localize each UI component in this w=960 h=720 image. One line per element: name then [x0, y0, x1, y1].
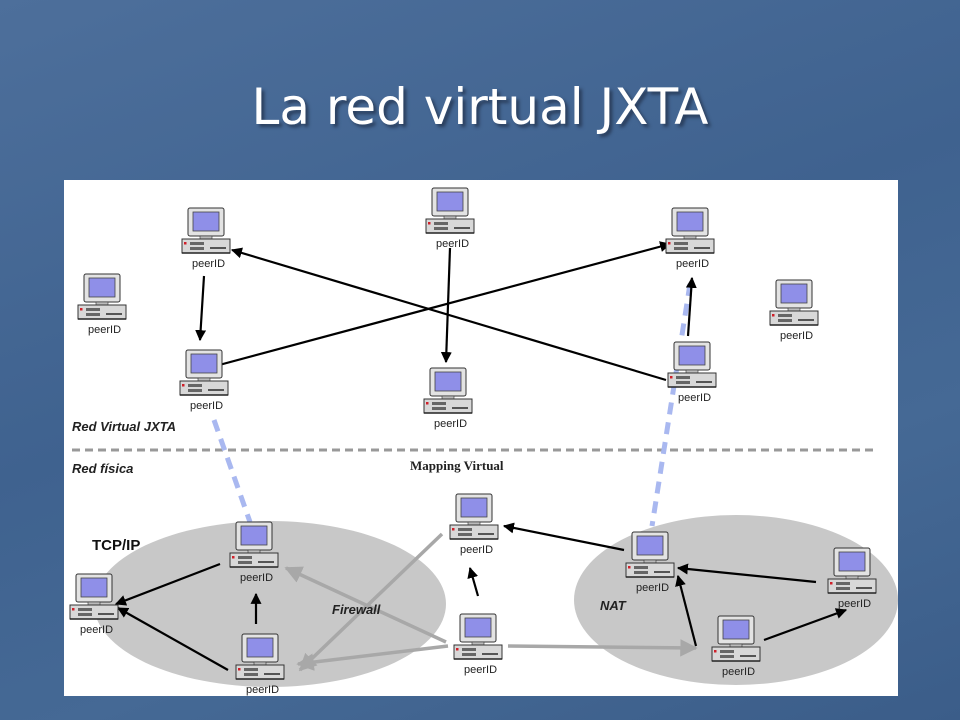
- label-tcpip: TCP/IP: [92, 537, 140, 554]
- peer-node: peerID: [769, 279, 819, 342]
- computer-icon: [827, 547, 877, 594]
- computer-icon: [449, 493, 499, 540]
- peer-label: peerID: [434, 418, 467, 430]
- computer-icon: [181, 207, 231, 254]
- computer-icon: [711, 615, 761, 662]
- peer-node: peerID: [667, 341, 717, 404]
- peer-label: peerID: [80, 624, 113, 636]
- peer-node: peerID: [449, 493, 499, 556]
- computer-icon: [667, 341, 717, 388]
- peer-label: peerID: [838, 598, 871, 610]
- peer-label: peerID: [88, 324, 121, 336]
- firewall-arrows: [284, 532, 698, 672]
- peer-node: peerID: [423, 367, 473, 430]
- tcpip-cloud: [94, 521, 446, 687]
- peer-label: peerID: [190, 400, 223, 412]
- peer-label: peerID: [722, 666, 755, 678]
- computer-icon: [625, 531, 675, 578]
- peer-node: peerID: [235, 633, 285, 696]
- peer-node: peerID: [425, 187, 475, 250]
- peer-node: peerID: [827, 547, 877, 610]
- mapping-link-left: [211, 419, 253, 523]
- physical-arrows: [114, 522, 848, 671]
- peer-node: peerID: [69, 573, 119, 636]
- peer-label: peerID: [246, 684, 279, 696]
- peer-label: peerID: [676, 258, 709, 270]
- virtual-arrows: [195, 241, 697, 382]
- computer-icon: [453, 613, 503, 660]
- peer-label: peerID: [780, 330, 813, 342]
- diagram-panel: peerID peerID peerID peerID peerID peerID peer…: [64, 180, 898, 696]
- peer-node: peerID: [665, 207, 715, 270]
- peer-label: peerID: [192, 258, 225, 270]
- peer-node: peerID: [229, 521, 279, 584]
- computer-icon: [229, 521, 279, 568]
- peer-label: peerID: [240, 572, 273, 584]
- computer-icon: [235, 633, 285, 680]
- slide-title: La red virtual JXTA: [251, 78, 709, 136]
- peer-node: peerID: [179, 349, 229, 412]
- computer-icon: [769, 279, 819, 326]
- peer-label: peerID: [464, 664, 497, 676]
- peer-label: peerID: [436, 238, 469, 250]
- label-mapping-virtual: Mapping Virtual: [410, 458, 504, 473]
- label-red-fisica: Red física: [72, 461, 133, 476]
- computer-icon: [77, 273, 127, 320]
- peer-node: peerID: [453, 613, 503, 676]
- peer-node: peerID: [625, 531, 675, 594]
- peer-node: peerID: [77, 273, 127, 336]
- label-red-virtual: Red Virtual JXTA: [72, 419, 176, 434]
- computer-icon: [69, 573, 119, 620]
- jxta-diagram: peerID peerID peerID peerID peerID peerID peer…: [69, 187, 898, 696]
- peer-label: peerID: [460, 544, 493, 556]
- computer-icon: [423, 367, 473, 414]
- computer-icon: [665, 207, 715, 254]
- peer-label: peerID: [678, 392, 711, 404]
- peer-node: peerID: [711, 615, 761, 678]
- peer-label: peerID: [636, 582, 669, 594]
- label-firewall: Firewall: [332, 602, 381, 617]
- label-nat: NAT: [600, 598, 627, 613]
- mapping-link-right: [649, 283, 693, 527]
- computer-icon: [425, 187, 475, 234]
- computer-icon: [179, 349, 229, 396]
- peer-node: peerID: [181, 207, 231, 270]
